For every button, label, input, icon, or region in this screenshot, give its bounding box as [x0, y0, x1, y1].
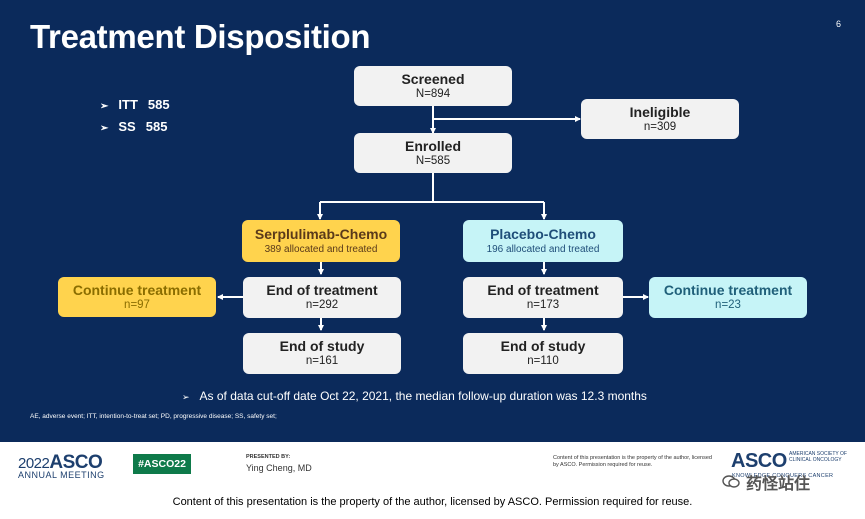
box-value: n=110 — [527, 355, 559, 367]
box-value: n=173 — [526, 299, 560, 311]
box-value: n=161 — [305, 355, 339, 367]
population-list: ➢ ITT 585 ➢ SS 585 — [100, 94, 170, 138]
box-label: Ineligible — [629, 103, 691, 120]
slide-title: Treatment Disposition — [30, 18, 371, 55]
box-label: Screened — [401, 70, 465, 87]
box-label: Placebo-Chemo — [490, 225, 596, 242]
box-value: n=292 — [305, 299, 339, 311]
box-label: Continue treatment — [663, 282, 793, 298]
box-label: Enrolled — [404, 137, 461, 154]
population-value: 585 — [145, 119, 168, 134]
watermark: 药怪站住 — [722, 470, 810, 494]
asco-society-logo: ASCO — [731, 450, 787, 472]
box-value: 389 allocated and treated — [264, 243, 378, 255]
annual-meeting-logo: 2022ASCO — [18, 452, 103, 474]
box-placebo-end-of-treatment: End of treatment n=173 — [463, 277, 623, 318]
arrow-bullet-icon: ➢ — [182, 392, 190, 402]
population-label: ITT — [118, 97, 138, 112]
box-value: 196 allocated and treated — [486, 243, 600, 255]
society-name: AMERICAN SOCIETY OF CLINICAL ONCOLOGY — [789, 451, 847, 463]
rights-notice: Content of this presentation is the prop… — [553, 455, 712, 468]
box-placebo-chemo: Placebo-Chemo 196 allocated and treated — [463, 220, 623, 262]
box-label: End of treatment — [266, 282, 378, 298]
follow-up-note: ➢ As of data cut-off date Oct 22, 2021, t… — [182, 389, 647, 403]
box-screened: Screened N=894 — [354, 66, 512, 106]
page-number: 6 — [835, 19, 841, 29]
box-serplulimab-chemo: Serplulimab-Chemo 389 allocated and trea… — [242, 220, 400, 262]
copyright-line: Content of this presentation is the prop… — [172, 496, 693, 508]
slide: Treatment Disposition 6 ➢ ITT 585 ➢ SS 585 — [0, 0, 865, 442]
society-tagline: KNOWLEDGE CONQUERS CANCER — [732, 473, 834, 479]
presenter-name: Ying Cheng, MD — [246, 463, 312, 473]
box-value: n=97 — [124, 298, 150, 311]
box-enrolled: Enrolled N=585 — [354, 133, 512, 173]
hashtag-badge: #ASCO22 — [133, 454, 191, 474]
population-item-ss: ➢ SS 585 — [100, 116, 170, 138]
box-placebo-continue-treatment: Continue treatment n=23 — [649, 277, 807, 318]
population-item-itt: ➢ ITT 585 — [100, 94, 170, 116]
presented-by-label: PRESENTED BY: — [246, 454, 291, 460]
box-label: End of study — [279, 338, 365, 354]
box-ineligible: Ineligible n=309 — [581, 99, 739, 139]
flow-connectors — [217, 106, 649, 331]
box-value: N=585 — [415, 154, 451, 167]
box-value: n=309 — [643, 120, 677, 133]
box-label: Serplulimab-Chemo — [254, 225, 388, 242]
box-placebo-end-of-study: End of study n=110 — [463, 333, 623, 374]
meeting-brand: ASCO — [49, 452, 103, 473]
watermark-text: 药怪站住 — [746, 476, 811, 493]
population-label: SS — [118, 119, 136, 134]
abbreviations-footnote: AE, adverse event; ITT, intention-to-tre… — [30, 413, 277, 420]
arrow-bullet-icon: ➢ — [100, 101, 109, 112]
chat-bubble-icon — [722, 475, 740, 488]
box-serplulimab-continue-treatment: Continue treatment n=97 — [58, 277, 216, 317]
box-serplulimab-end-of-treatment: End of treatment n=292 — [243, 277, 401, 318]
meeting-year: 2022 — [18, 455, 50, 472]
arrow-bullet-icon: ➢ — [100, 123, 109, 134]
box-value: n=23 — [715, 299, 741, 311]
population-value: 585 — [147, 97, 170, 112]
box-serplulimab-end-of-study: End of study n=161 — [243, 333, 401, 374]
box-label: End of treatment — [487, 282, 599, 298]
box-value: N=894 — [415, 87, 451, 100]
meeting-name: ANNUAL MEETING — [18, 470, 105, 480]
box-label: End of study — [500, 338, 586, 354]
box-label: Continue treatment — [72, 281, 202, 298]
follow-up-note-text: As of data cut-off date Oct 22, 2021, th… — [199, 389, 647, 403]
